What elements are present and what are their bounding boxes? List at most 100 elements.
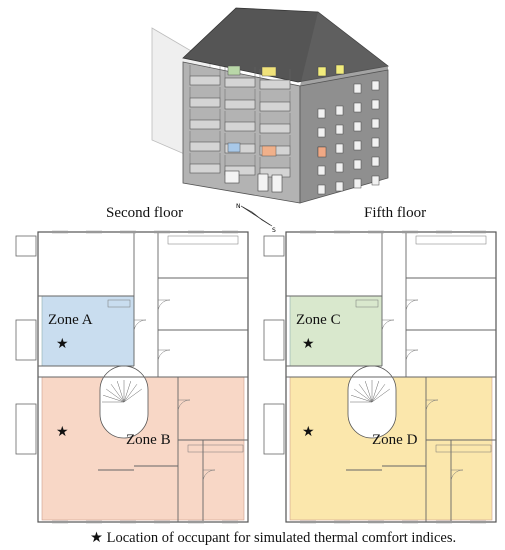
door-swing bbox=[381, 319, 395, 333]
stair-step bbox=[123, 388, 142, 403]
plan-balcony bbox=[15, 319, 37, 361]
kitchen-counter bbox=[415, 235, 487, 245]
highlight-window-zone-a bbox=[227, 142, 241, 153]
floor-title-second: Second floor bbox=[106, 205, 184, 221]
side-window bbox=[335, 143, 344, 154]
plan-balcony bbox=[263, 319, 285, 361]
side-window bbox=[335, 162, 344, 173]
door-swing bbox=[202, 469, 216, 483]
compass-north: N bbox=[236, 203, 241, 210]
occupant-marker-c: ★ bbox=[302, 337, 315, 352]
door-swing bbox=[177, 399, 191, 413]
stair-step bbox=[371, 380, 380, 403]
compass-south: S bbox=[272, 227, 276, 234]
ground-door-3 bbox=[271, 174, 283, 193]
door-swing bbox=[425, 399, 439, 413]
balcony bbox=[224, 165, 256, 176]
occupant-marker-a: ★ bbox=[56, 337, 69, 352]
stair-step bbox=[358, 384, 373, 403]
side-window bbox=[317, 165, 326, 176]
kitchen-counter bbox=[435, 444, 492, 453]
occupant-marker-d: ★ bbox=[302, 425, 315, 440]
stair-step bbox=[364, 380, 373, 403]
balcony bbox=[259, 101, 291, 112]
highlight-window-zone-d bbox=[261, 66, 277, 77]
balcony bbox=[224, 121, 256, 132]
ground-door-2 bbox=[257, 173, 269, 192]
compass: N S bbox=[236, 203, 276, 234]
side-window bbox=[335, 124, 344, 135]
side-window bbox=[335, 181, 344, 192]
stair-step bbox=[371, 384, 386, 403]
balcony bbox=[189, 141, 221, 152]
building-3d-render bbox=[151, 7, 389, 204]
side-window bbox=[353, 140, 362, 151]
side-window bbox=[371, 156, 380, 167]
plan-balcony bbox=[15, 403, 37, 455]
stair-step bbox=[102, 394, 125, 403]
plan-balcony bbox=[15, 235, 37, 257]
door-swing bbox=[133, 319, 147, 333]
side-window bbox=[353, 159, 362, 170]
balconies bbox=[189, 65, 291, 178]
floor-plan-second bbox=[15, 230, 249, 524]
plan-balcony bbox=[263, 403, 285, 455]
balcony bbox=[259, 123, 291, 134]
stair-step bbox=[106, 388, 125, 403]
kitchen-counter bbox=[167, 235, 239, 245]
zone-area-upper bbox=[289, 295, 383, 367]
side-window bbox=[371, 80, 380, 91]
side-window bbox=[371, 175, 380, 186]
balcony bbox=[189, 163, 221, 174]
floor-title-fifth: Fifth floor bbox=[364, 205, 427, 221]
balcony bbox=[189, 119, 221, 130]
highlight-window-zone-b bbox=[261, 145, 277, 157]
side-window bbox=[335, 105, 344, 116]
ground-door-1 bbox=[224, 170, 240, 184]
stair-step bbox=[350, 394, 373, 403]
zone-label-c: Zone C bbox=[296, 312, 341, 328]
side-window bbox=[317, 108, 326, 119]
floor-plan-fifth bbox=[263, 230, 497, 524]
side-window bbox=[371, 99, 380, 110]
balcony bbox=[259, 79, 291, 90]
side-window bbox=[371, 118, 380, 129]
side-window bbox=[317, 184, 326, 195]
door-swing bbox=[405, 349, 419, 363]
zone-area-upper bbox=[41, 295, 135, 367]
balcony bbox=[189, 75, 221, 86]
occupant-marker-b: ★ bbox=[56, 425, 69, 440]
side-window bbox=[353, 83, 362, 94]
door-swing bbox=[405, 299, 419, 313]
side-window bbox=[371, 137, 380, 148]
door-swing bbox=[450, 469, 464, 483]
side-highlight-window-3 bbox=[317, 146, 327, 158]
stair-step bbox=[110, 384, 125, 403]
stair-step bbox=[354, 388, 373, 403]
side-window bbox=[317, 127, 326, 138]
figure-caption: ★ Location of occupant for simulated the… bbox=[90, 530, 457, 546]
balcony bbox=[224, 99, 256, 110]
balcony bbox=[224, 77, 256, 88]
zone-label-a: Zone A bbox=[48, 312, 93, 328]
side-highlight-window-2 bbox=[335, 64, 345, 75]
plan-balcony bbox=[263, 235, 285, 257]
side-window bbox=[353, 121, 362, 132]
stair-step bbox=[371, 388, 390, 403]
side-window bbox=[353, 178, 362, 189]
highlight-window-zone-c bbox=[227, 65, 241, 76]
balcony bbox=[189, 97, 221, 108]
side-highlight-window-1 bbox=[317, 66, 327, 77]
stair-step bbox=[123, 380, 132, 403]
stair-step bbox=[116, 380, 125, 403]
door-swing bbox=[157, 349, 171, 363]
door-swing bbox=[157, 299, 171, 313]
zone-label-d: Zone D bbox=[372, 432, 418, 448]
kitchen-counter bbox=[355, 299, 379, 308]
side-window bbox=[353, 102, 362, 113]
kitchen-counter bbox=[187, 444, 244, 453]
kitchen-counter bbox=[107, 299, 131, 308]
stair-step bbox=[123, 384, 138, 403]
zone-label-b: Zone B bbox=[126, 432, 171, 448]
